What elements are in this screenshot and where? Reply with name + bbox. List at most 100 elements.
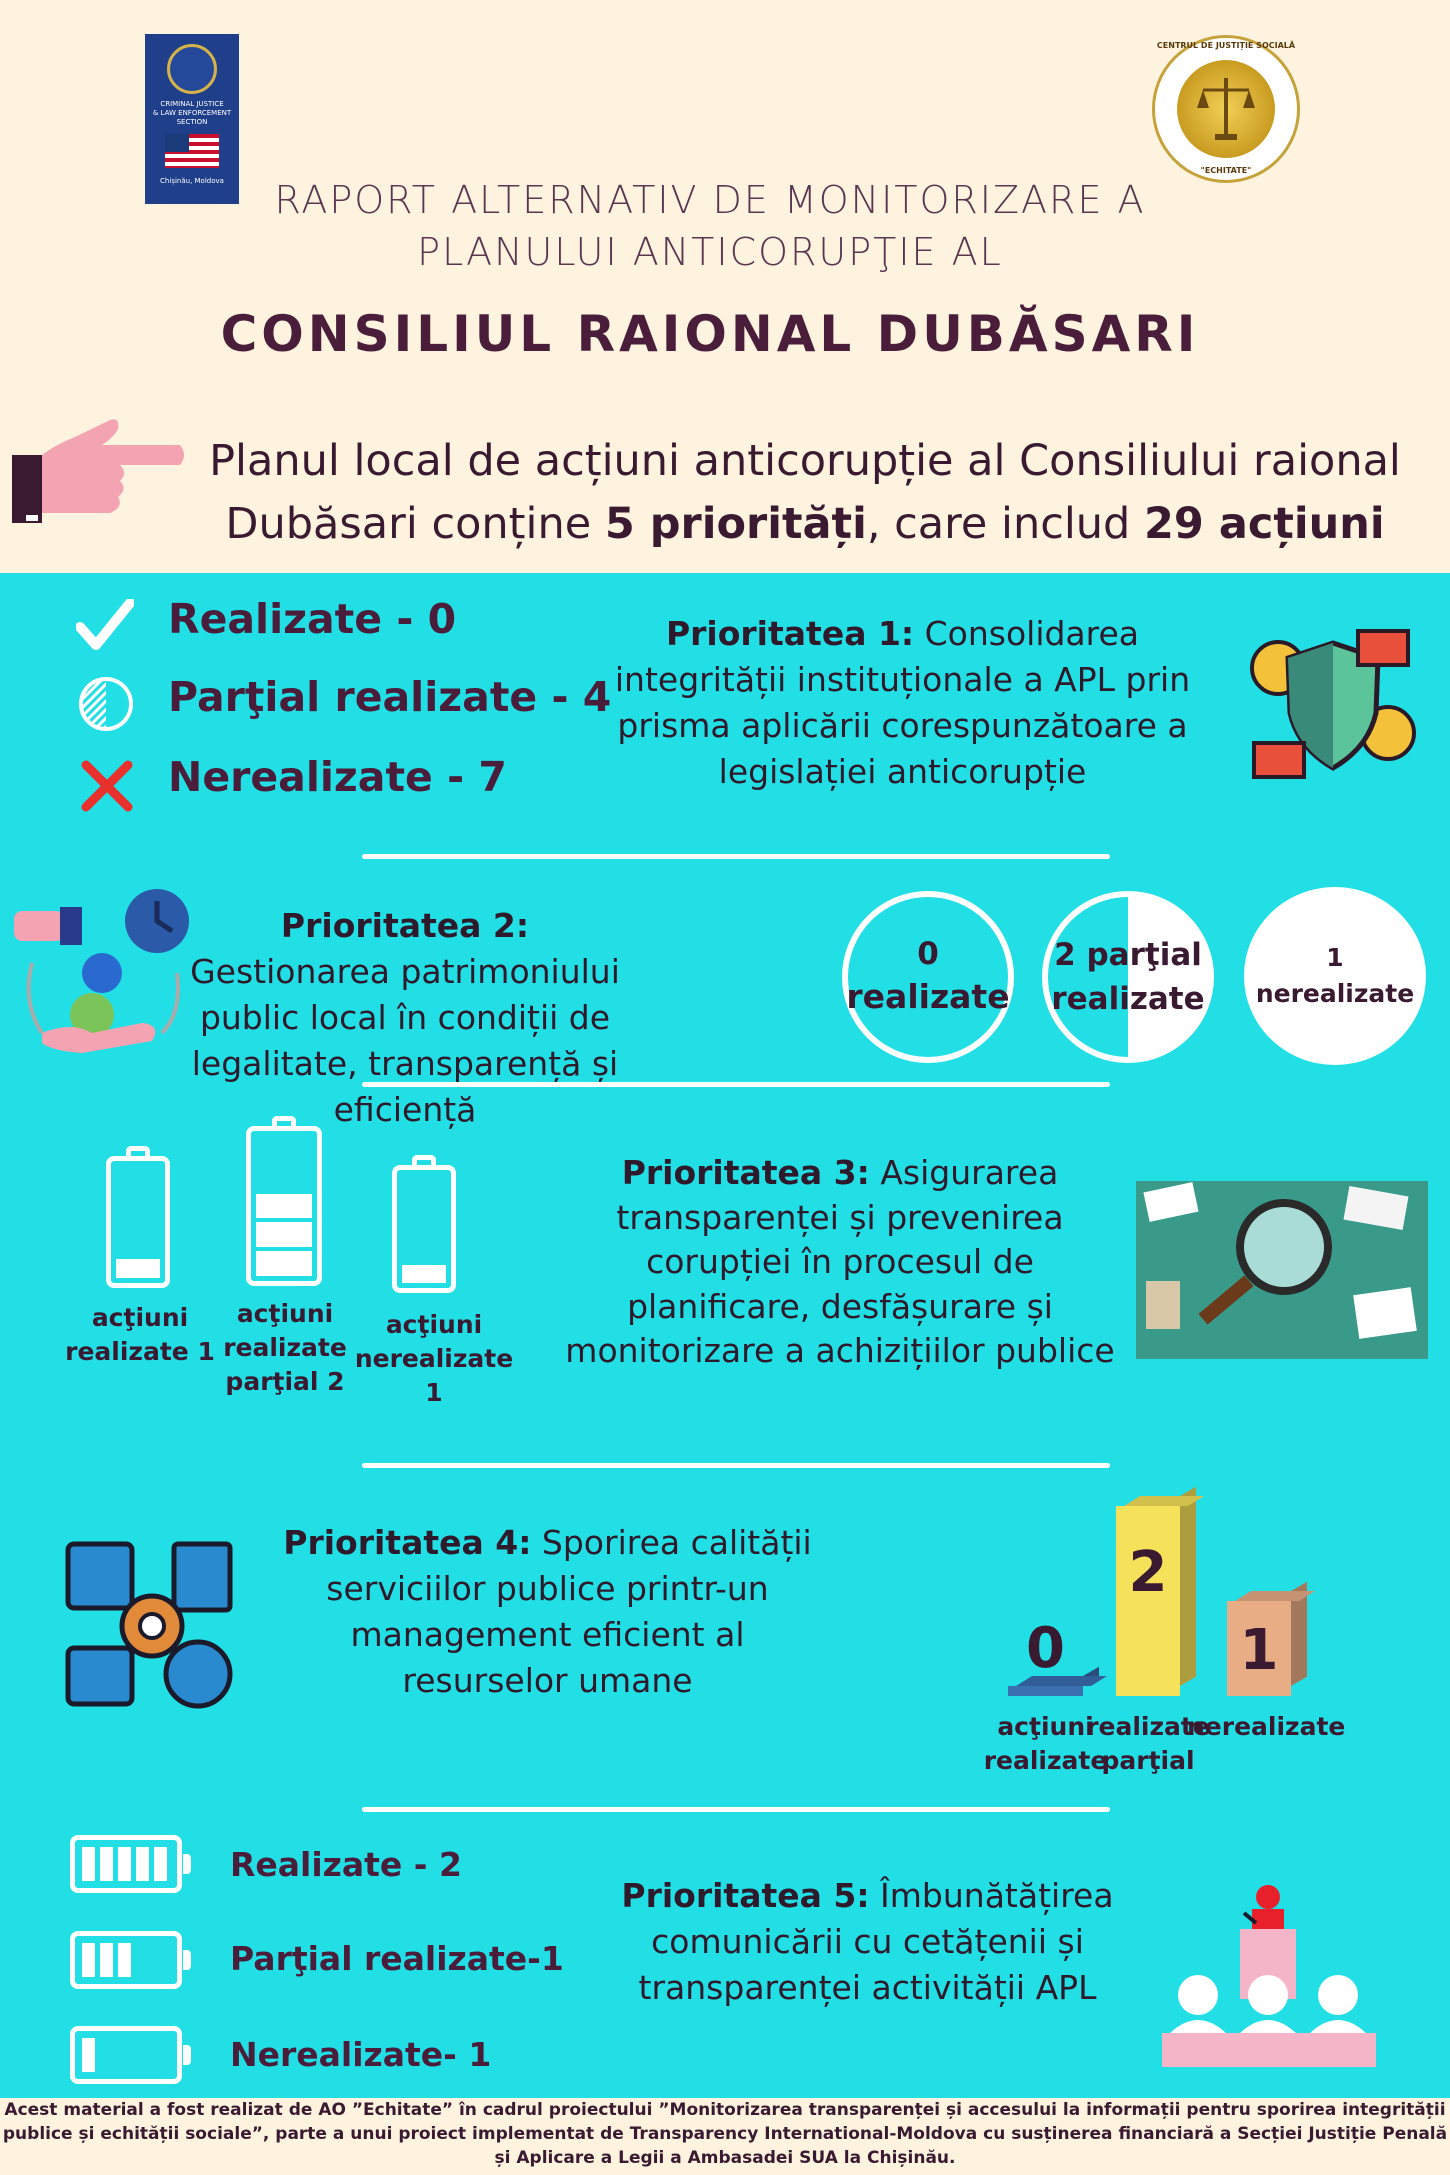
p2-circle-not-done: 1 nerealizate: [1244, 887, 1426, 1065]
report-title-line-1: RAPORT ALTERNATIV DE MONITORIZARE A: [274, 178, 1146, 222]
priority-2-text: Prioritatea 2: Gestionarea patrimoniului…: [190, 903, 620, 1133]
battery-segment: [154, 1847, 167, 1881]
p5-done: Realizate - 2: [230, 1845, 462, 1884]
label-line: acţiuni: [91, 1303, 189, 1332]
battery-vertical: [106, 1156, 170, 1288]
logo-ring-text: CENTRUL DE JUSTIȚIE SOCIALĂ: [1156, 41, 1296, 50]
priority-3-heading: Prioritatea 3:: [621, 1153, 870, 1192]
header: CRIMINAL JUSTICE & LAW ENFORCEMENT SECTI…: [0, 0, 1450, 573]
p2-circle-partial-number: 2 parţial: [1054, 937, 1202, 973]
procurement-magnifier-image: [1136, 1181, 1428, 1359]
logo-line: SECTION: [176, 118, 208, 126]
magnifier-icon: [1236, 1199, 1332, 1295]
priority-2-description: Gestionarea patrimoniului public local î…: [190, 952, 620, 1129]
battery-cap: [412, 1155, 436, 1167]
battery-segment: [82, 1847, 95, 1881]
pointing-hand-icon: [12, 419, 184, 523]
p2-circle-done-label: realizate: [846, 977, 1010, 1016]
priority-1-heading: Prioritatea 1:: [665, 614, 915, 653]
label-line: nerealizate: [1187, 1712, 1346, 1741]
battery-segment: [256, 1193, 312, 1219]
battery-cap: [126, 1146, 150, 1158]
logo-line: CRIMINAL JUSTICE: [160, 100, 224, 108]
battery-horizontal: [70, 2026, 191, 2084]
main-panel: Realizate - 0 Parţial realizate - 4 Nere…: [0, 573, 1450, 2098]
label-line: realizate: [983, 1746, 1108, 1775]
intro-part: , care includ: [866, 499, 1145, 549]
section-divider: [362, 1082, 1110, 1087]
battery-segment: [402, 1264, 446, 1283]
priority-5-heading: Prioritatea 5:: [621, 1876, 870, 1915]
p4-bar-value: 2: [1128, 1540, 1168, 1606]
p3-battery-3-label: acţiuni nerealizate 1: [346, 1308, 522, 1410]
asset-management-icon: [14, 889, 189, 1053]
label-line: acţiuni: [236, 1299, 334, 1328]
summary-partial: Parţial realizate - 4: [168, 673, 612, 721]
logo-line: & LAW ENFORCEMENT: [152, 109, 232, 117]
intro-priorities-count: 5 priorități: [604, 499, 867, 549]
intro-actions-count: 29 acțiuni: [1144, 499, 1385, 549]
half-circle-icon: [79, 677, 133, 731]
priority-1-description: Consolidarea integrității instituționale…: [614, 614, 1191, 791]
priority-1-text: Prioritatea 1: Consolidarea integrității…: [600, 611, 1205, 795]
p3-battery-2-label: acţiuni realizate parţial 2: [210, 1297, 360, 1399]
battery-segment: [256, 1222, 312, 1248]
p4-bar: [1116, 1506, 1180, 1696]
summary-not-done: Nerealizate - 7: [168, 753, 507, 801]
section-divider: [362, 854, 1110, 859]
battery-segment: [256, 1251, 312, 1276]
label-line: parţial 2: [225, 1367, 345, 1396]
p2-circle-not-done-number: 1: [1326, 943, 1344, 972]
summary-done: Realizate - 0: [168, 595, 457, 643]
priority-4-description: Sporirea calității serviciilor publice p…: [326, 1523, 812, 1700]
priority-5-description: Îmbunătățirea comunicării cu cetățenii ș…: [638, 1876, 1114, 2007]
section-divider: [362, 1463, 1110, 1468]
battery-segment: [118, 1943, 131, 1977]
p4-bar: [1227, 1601, 1291, 1696]
report-main-title: CONSILIUL RAIONAL DUBĂSARI: [220, 305, 1200, 363]
us-flag-icon: [165, 134, 219, 168]
logo-line: Chișinău, Moldova: [160, 177, 224, 185]
intro-text: Planul local de acțiuni anticorupție al …: [190, 430, 1420, 556]
battery-cap: [272, 1116, 296, 1128]
p4-bar-label: nerealizate: [1187, 1710, 1346, 1744]
p4-bar-value: 1: [1239, 1618, 1279, 1684]
footer: Acest material a fost realizat de AO ”Ec…: [0, 2098, 1450, 2175]
footer-disclaimer: Acest material a fost realizat de AO ”Ec…: [2, 2100, 1448, 2168]
battery-segment: [136, 1847, 149, 1881]
hr-management-icon: [65, 1541, 233, 1709]
battery-segment: [100, 1847, 113, 1881]
battery-segment: [118, 1847, 131, 1881]
label-line: realizate: [223, 1333, 347, 1362]
priority-2-heading: Prioritatea 2:: [280, 906, 530, 945]
battery-vertical: [392, 1165, 456, 1293]
p2-circle-partial-label: realizate: [1051, 981, 1205, 1017]
priority-4-text: Prioritatea 4: Sporirea calității servic…: [280, 1520, 815, 1704]
label-line: nerealizate 1: [354, 1344, 514, 1407]
battery-segment: [82, 2038, 95, 2072]
label-line: realizate: [1086, 1712, 1210, 1741]
battery-segment: [82, 1943, 95, 1977]
criminal-justice-logo: CRIMINAL JUSTICE & LAW ENFORCEMENT SECTI…: [145, 34, 239, 204]
label-line: parţial: [1101, 1746, 1195, 1775]
scales-of-justice-icon: [1197, 78, 1255, 140]
intro-part: Planul local de acțiuni anticorupție al …: [209, 436, 1401, 549]
priority-5-text: Prioritatea 5: Îmbunătățirea comunicării…: [600, 1873, 1135, 2011]
checkmark-icon: [76, 599, 134, 650]
priority-4-heading: Prioritatea 4:: [283, 1523, 532, 1562]
battery-vertical: [246, 1126, 322, 1286]
priority-3-description: Asigurarea transparenței și prevenirea c…: [565, 1153, 1115, 1370]
battery-horizontal: [70, 1835, 191, 1893]
p5-partial: Parţial realizate-1: [230, 1939, 564, 1978]
p3-battery-1-label: acţiuni realizate 1: [60, 1301, 220, 1369]
battery-segment: [100, 1943, 113, 1977]
cross-icon: [81, 760, 133, 812]
shield-integrity-icon: [1250, 629, 1416, 779]
battery-segment: [116, 1258, 160, 1278]
battery-horizontal: [70, 1931, 191, 1989]
p4-bar: [1008, 1686, 1083, 1696]
p5-not-done: Nerealizate- 1: [230, 2035, 492, 2074]
p2-circle-done-number: 0: [917, 936, 939, 972]
p2-circle-partial: 2 parţial realizate: [1042, 891, 1214, 1063]
